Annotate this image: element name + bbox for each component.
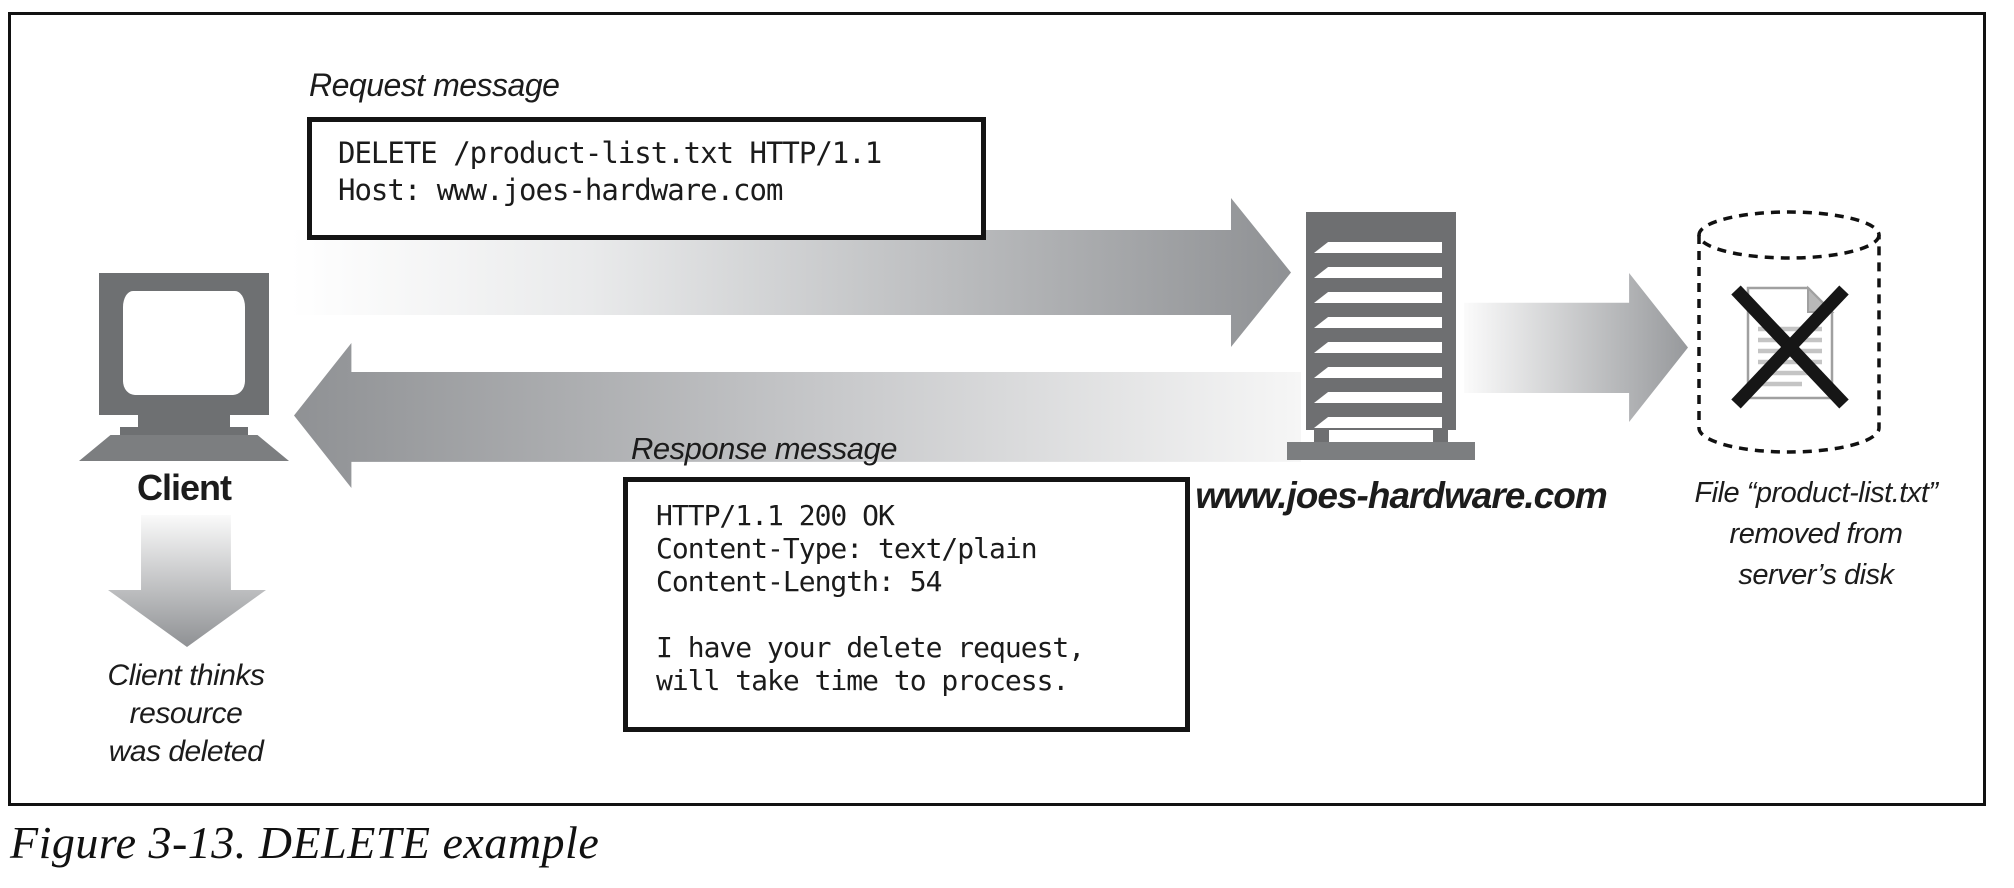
monitor-screen — [123, 291, 245, 395]
disk-with-deleted-file-icon — [1697, 210, 1881, 454]
monitor-neck-step — [120, 427, 248, 437]
response-message-box: HTTP/1.1 200 OK Content-Type: text/plain… — [623, 477, 1190, 732]
server-foot — [1433, 430, 1448, 443]
server-vent-slat — [1314, 242, 1442, 253]
monitor-base — [79, 435, 289, 461]
client-thought-label: Client thinks resource was deleted — [107, 659, 265, 768]
server-hostname-label: www.joes-hardware.com — [1195, 475, 1607, 516]
server-vent-slat — [1314, 392, 1442, 403]
diagram-border: Request message DELETE /product-list.txt… — [8, 12, 1986, 806]
request-message-box: DELETE /product-list.txt HTTP/1.1 Host: … — [307, 117, 986, 240]
response-message-text: HTTP/1.1 200 OK Content-Type: text/plain… — [656, 499, 1085, 697]
server-vent-slat — [1314, 342, 1442, 353]
server-tower — [1306, 212, 1456, 430]
x-mark-icon — [1731, 285, 1849, 409]
server-vent-slat — [1314, 367, 1442, 378]
request-message-text: DELETE /product-list.txt HTTP/1.1 Host: … — [338, 136, 882, 207]
server-foot — [1314, 430, 1329, 443]
client-label: Client — [136, 467, 232, 508]
response-message-label: Response message — [631, 431, 898, 466]
server-icon — [1287, 212, 1475, 460]
server-vent-slat — [1314, 317, 1442, 328]
server-vent-slat — [1314, 292, 1442, 303]
request-message-label: Request message — [309, 67, 560, 103]
server-vent-slat — [1314, 267, 1442, 278]
server-vent-slat — [1314, 417, 1442, 428]
server-base — [1287, 442, 1475, 460]
client-thinks-arrow — [108, 515, 266, 647]
database-cylinder-icon — [1694, 208, 1884, 458]
client-computer-icon — [79, 271, 289, 461]
disk-file-removed-label: File “product-list.txt” removed from ser… — [1694, 477, 1938, 591]
server-to-disk-arrow — [1464, 273, 1688, 422]
figure-caption: Figure 3-13. DELETE example — [10, 817, 600, 868]
